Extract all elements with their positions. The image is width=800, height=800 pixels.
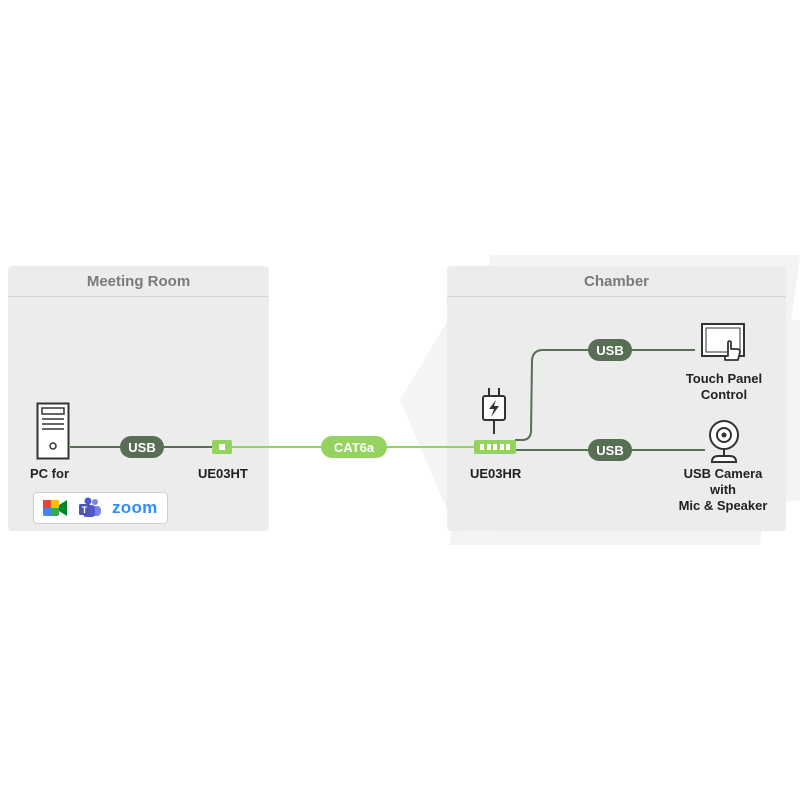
meeting-room-panel: Meeting Room [8, 266, 269, 531]
chamber-title: Chamber [447, 266, 786, 297]
receiver-port [480, 444, 484, 450]
touch-panel-label: Touch Panel Control [666, 371, 782, 403]
touch-panel-usb-pill: USB [588, 339, 632, 361]
microsoft-teams-icon: T [79, 497, 101, 517]
zoom-logo: zoom [112, 498, 158, 517]
receiver-ports [480, 444, 510, 450]
touch-panel-label-line: Touch Panel [685, 371, 763, 386]
usb-camera-label-line: USB Camera [683, 466, 763, 481]
usb-camera-label-line: Mic & Speaker [678, 498, 768, 513]
ue03hr-receiver-icon [474, 440, 516, 454]
touch-panel-label-line: Control [700, 387, 748, 402]
ue03ht-label: UE03HT [198, 466, 248, 481]
usb-camera-label: USB Camera with Mic & Speaker [660, 466, 786, 514]
receiver-to-touch-panel-line [515, 349, 695, 441]
power-adapter-icon [482, 388, 506, 434]
receiver-port [499, 444, 504, 450]
camera-usb-pill: USB [588, 439, 632, 461]
pc-tower-icon [36, 402, 70, 460]
ue03hr-label: UE03HR [470, 466, 522, 481]
usb-camera-icon [709, 420, 739, 463]
conference-apps-logos: T zoom [33, 492, 168, 524]
usb-camera-label-line: with [710, 482, 736, 497]
receiver-port [506, 444, 510, 450]
pc-usb-pill: USB [120, 436, 164, 458]
pc-label: PC for [30, 466, 69, 481]
ue03ht-transmitter-icon [212, 440, 232, 454]
receiver-port [486, 444, 491, 450]
svg-text:T: T [82, 505, 88, 515]
google-meet-icon [43, 500, 67, 516]
meeting-room-title: Meeting Room [8, 266, 269, 297]
cat6a-pill: CAT6a [321, 436, 387, 458]
transmitter-port [219, 444, 225, 450]
receiver-port [493, 444, 497, 450]
touch-panel-icon [701, 323, 745, 361]
